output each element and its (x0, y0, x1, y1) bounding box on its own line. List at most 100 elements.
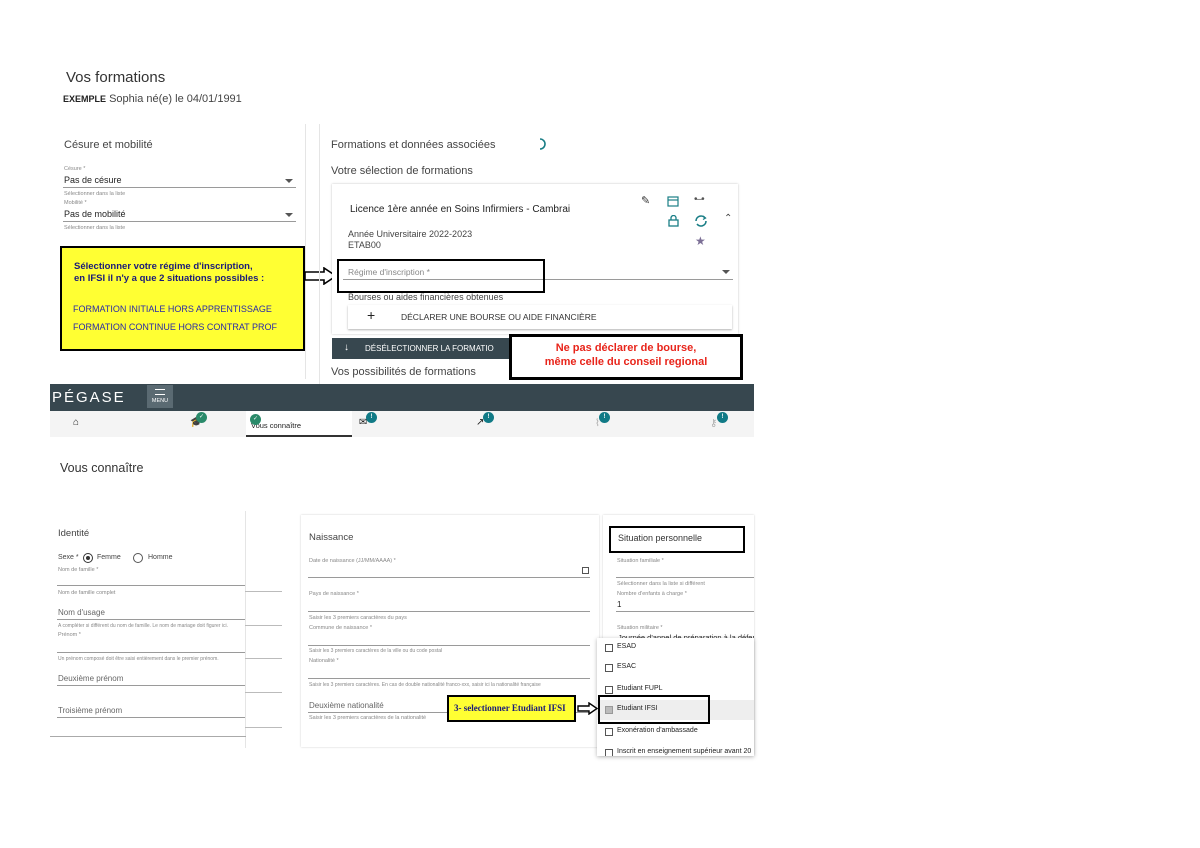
key-icon[interactable]: ⚷ (710, 418, 718, 429)
identite-divider (50, 736, 246, 737)
nationalite-input[interactable] (308, 666, 590, 679)
troisieme-prenom-label: Troisième prénom (58, 706, 123, 715)
chevron-down-icon (722, 270, 730, 274)
declare-bourse-label: DÉCLARER UNE BOURSE OU AIDE FINANCIÈRE (401, 312, 597, 322)
enfants-input[interactable]: 1 (616, 599, 754, 612)
checkbox (605, 749, 613, 756)
regime-callout-line2: en IFSI il n'y a que 2 situations possib… (74, 273, 265, 284)
enfants-label: Nombre d'enfants à charge * (617, 591, 687, 597)
tab-label: Vous connaître (251, 421, 302, 430)
radio-homme[interactable] (133, 553, 143, 563)
checkbox (605, 686, 613, 694)
option-esac[interactable]: ESAC (597, 660, 754, 676)
deuxieme-nationalite-help: Saisir les 3 premiers caractères de la n… (309, 715, 427, 721)
mobilite-value: Pas de mobilité (64, 209, 126, 219)
menu-button[interactable]: MENU (147, 385, 173, 408)
checkbox (605, 644, 613, 652)
pegase-header: PÉGASE MENU (50, 384, 754, 411)
trend-icon[interactable]: ↗ (476, 417, 485, 428)
chevron-down-icon (285, 179, 293, 183)
situation-title-box: Situation personnelle (609, 526, 745, 553)
check-badge: ✓ (196, 412, 207, 423)
edit-icon[interactable]: ✎ (641, 195, 651, 207)
alert-badge: ! (483, 412, 494, 423)
page-title-formations: Vos formations (66, 69, 166, 86)
mobilite-help: Sélectionner dans la liste (64, 225, 126, 231)
mail-icon[interactable]: ✉ (359, 417, 368, 428)
commune-naissance-help: Saisir les 3 premiers caractères de la v… (309, 648, 443, 654)
bourses-label: Bourses ou aides financières obtenues (348, 292, 504, 302)
nationalite-label: Nationalité * (309, 658, 339, 664)
graduation-cap-icon[interactable]: 🎓 (190, 417, 203, 428)
naissance-title: Naissance (309, 532, 354, 543)
sync-icon[interactable] (694, 214, 708, 228)
sexe-label: Sexe * (58, 554, 79, 561)
deuxieme-prenom-input[interactable]: Deuxième prénom (57, 672, 245, 686)
commune-naissance-label: Commune de naissance * (309, 625, 372, 631)
option-etudiant-ifsi[interactable]: Etudiant IFSI (597, 700, 754, 720)
situation-familiale-help: Sélectionner dans la liste si différent (617, 581, 705, 587)
option-inscrit-enseignement[interactable]: Inscrit en enseignement supérieur avant … (597, 745, 754, 756)
checkbox (605, 664, 613, 672)
pays-naissance-help: Saisir les 3 premiers caractères du pays (309, 615, 407, 621)
mobilite-select[interactable]: Pas de mobilité (63, 208, 296, 222)
militaire-select[interactable]: Journée d'appel de préparation à la défe… (616, 632, 754, 644)
deuxieme-prenom-input-ext (245, 681, 282, 693)
star-icon[interactable]: ★ (695, 234, 706, 248)
radio-femme[interactable] (83, 553, 93, 563)
date-naissance-input[interactable] (308, 565, 590, 578)
cesure-value: Pas de césure (64, 175, 122, 185)
course-etab: ETAB00 (348, 240, 381, 250)
arrow-right-icon (304, 267, 338, 285)
troisieme-prenom-input[interactable]: Troisième prénom (57, 704, 245, 718)
nom-usage-help: A compléter si différent du nom de famil… (58, 623, 228, 629)
nom-famille-input-ext (245, 580, 282, 592)
lock-icon[interactable] (668, 215, 679, 227)
situation-familiale-select[interactable] (616, 566, 754, 578)
option-esad[interactable]: ESAD (597, 640, 754, 656)
option-label: Etudiant FUPL (617, 685, 663, 692)
cesure-label: Césure * (64, 166, 86, 172)
option-label: ESAD (617, 643, 637, 650)
nom-usage-input[interactable]: Nom d'usage (57, 606, 245, 620)
date-naissance-label: Date de naissance (JJ/MM/AAAA) * (309, 558, 396, 564)
pays-naissance-label: Pays de naissance * (309, 591, 359, 597)
chevron-up-icon[interactable]: ⌃ (724, 213, 733, 224)
home-icon[interactable]: ⌂ (73, 417, 80, 428)
nom-usage-label: Nom d'usage (58, 608, 105, 617)
tab-vous-connaitre[interactable]: Vous connaître (246, 411, 352, 437)
example-label: EXEMPLE (63, 94, 107, 104)
arrow-right-icon (577, 702, 599, 715)
attachment-icon[interactable]: ⌇ (595, 418, 600, 429)
regime-select[interactable]: Régime d'inscription * (343, 264, 733, 280)
page-title: Vous connaître (60, 461, 144, 475)
calendar-icon[interactable] (667, 195, 679, 207)
pays-naissance-input[interactable] (308, 599, 590, 612)
commune-naissance-input[interactable] (308, 633, 590, 646)
checkbox-checked (605, 706, 613, 714)
cesure-select[interactable]: Pas de césure (63, 174, 296, 188)
option-etudiant-fupl[interactable]: Etudiant FUPL (597, 682, 754, 698)
regime-option-1: FORMATION INITIALE HORS APPRENTISSAGE (73, 304, 272, 314)
arrow-down-icon: ↓ (344, 342, 349, 353)
bourse-callout-line2: même celle du conseil regional (544, 356, 708, 368)
more-dots-icon[interactable]: •–• (694, 194, 705, 205)
alert-badge: ! (599, 412, 610, 423)
menu-label: MENU (151, 398, 169, 404)
regime-callout: Sélectionner votre régime d'inscription,… (60, 246, 305, 351)
cesure-title: Césure et mobilité (64, 139, 153, 151)
nom-famille-input[interactable] (57, 574, 245, 586)
cesure-help: Sélectionner dans la liste (64, 191, 126, 197)
formations-panel (319, 124, 754, 384)
option-label: Inscrit en enseignement supérieur avant … (617, 748, 752, 755)
option-exoneration[interactable]: Exonération d'ambassade (597, 724, 754, 740)
checkbox (605, 728, 613, 736)
regime-callout-line1: Sélectionner votre régime d'inscription, (74, 261, 253, 272)
option-label: Exonération d'ambassade (617, 727, 698, 734)
declare-bourse-button[interactable]: + DÉCLARER UNE BOURSE OU AIDE FINANCIÈRE (348, 305, 732, 329)
troisieme-prenom-input-ext (245, 716, 282, 728)
prenom-input[interactable] (57, 639, 245, 653)
course-name: Licence 1ère année en Soins Infirmiers -… (350, 204, 571, 215)
deselect-formation-label: DÉSÉLECTIONNER LA FORMATIO (365, 344, 494, 353)
etudiant-ifsi-highlight-box (598, 695, 710, 724)
